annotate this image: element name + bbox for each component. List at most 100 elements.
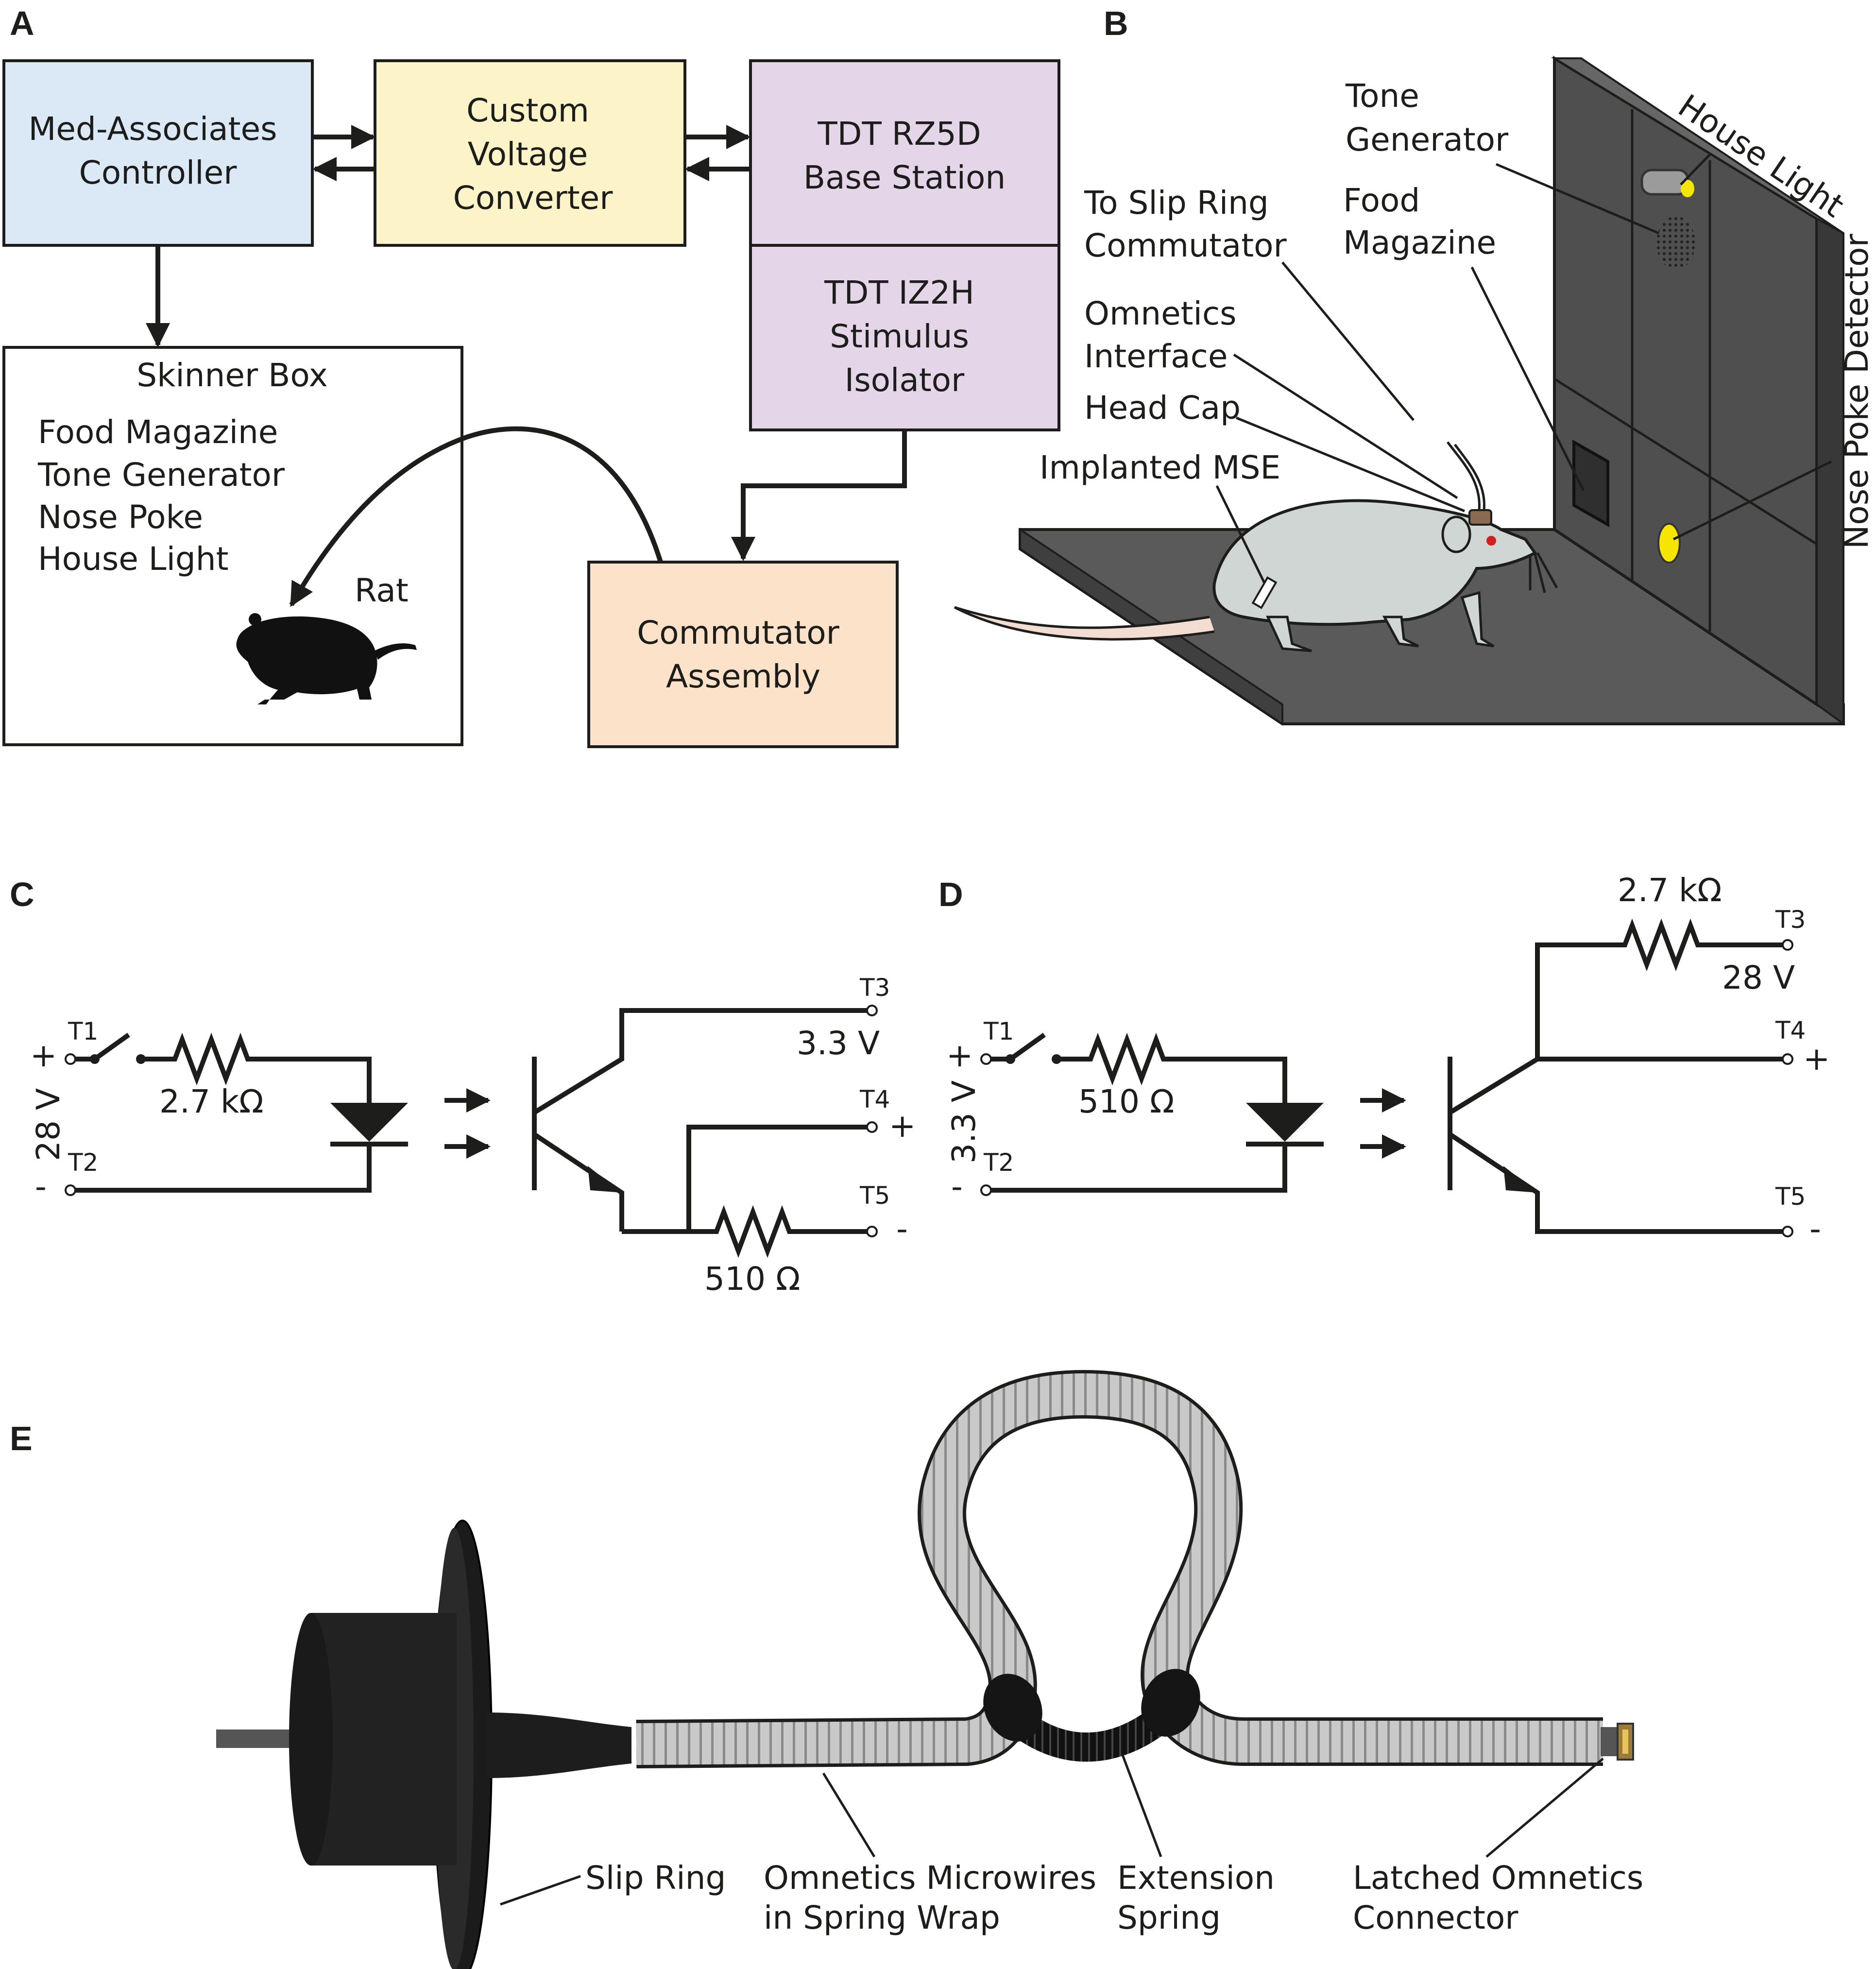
d-t5-label: T5 — [1775, 1182, 1806, 1211]
c-t1-label: T1 — [68, 1017, 98, 1045]
slip-ring-label: Slip Ring — [585, 1859, 726, 1897]
slip-ring-leader — [500, 1875, 581, 1906]
tether-cable — [1447, 441, 1481, 511]
slip-ring-device — [216, 1520, 631, 1969]
spring-leader — [1121, 1753, 1162, 1857]
commutator-box — [587, 561, 899, 748]
slip-ring-body-end — [289, 1613, 333, 1866]
tone-generator-speaker — [1656, 216, 1695, 270]
c-output-resistor-label: 510 Ω — [704, 1260, 800, 1298]
implanted-mse-leader — [1215, 485, 1266, 584]
panel-label-c: C — [10, 875, 34, 913]
c-wire — [75, 1144, 372, 1193]
cable-outline — [636, 1370, 1603, 1768]
nose-poke-leader — [1672, 460, 1832, 541]
d-emitter-arrow — [1503, 1166, 1537, 1193]
connector-label: Latched Omnetics Connector — [1353, 1859, 1654, 1936]
c-output-resistor — [622, 1205, 867, 1258]
skinner-box-items: Food Magazine Tone Generator Nose Poke H… — [37, 413, 295, 578]
skinner-box — [2, 346, 463, 746]
voltage-converter-label: Custom Voltage Converter — [453, 92, 614, 217]
wall-grid-line — [1553, 377, 1818, 546]
wall-top — [1551, 57, 1844, 234]
d-terminal-t3 — [1782, 939, 1793, 951]
c-t3-label: T3 — [859, 974, 890, 1002]
d-t4-label: T4 — [1775, 1016, 1806, 1044]
c-terminal-t2 — [65, 1184, 76, 1196]
controller-label: Med-Associates Controller — [28, 110, 287, 191]
connector-pins — [1622, 1729, 1628, 1754]
c-terminal-t5 — [866, 1226, 878, 1237]
commutator-label: Commutator Assembly — [637, 614, 850, 695]
spring-clamp — [1141, 1669, 1200, 1737]
c-switch — [93, 1032, 130, 1062]
panel-a: A Med-Associates Controller Custom Volta… — [2, 4, 1060, 748]
slip-ring-leader — [1281, 261, 1415, 421]
c-output-voltage-label: 3.3 V — [797, 1025, 880, 1062]
slip-ring-nozzle — [486, 1712, 631, 1778]
panel-b: B — [954, 4, 1876, 726]
c-output-tap — [686, 1125, 867, 1232]
arrow-isolator-to-commutator — [731, 430, 907, 561]
d-terminal-t2 — [980, 1184, 992, 1196]
head-cap-label: Head Cap — [1084, 389, 1241, 427]
c-input-voltage-label: 28 V — [30, 1088, 67, 1161]
base-station-box — [749, 59, 1060, 247]
c-t5-label: T5 — [859, 1181, 890, 1210]
slip-ring-wires — [216, 1729, 301, 1748]
c-minus-out-label: - — [896, 1210, 908, 1248]
c-collector-wire — [533, 1008, 872, 1115]
d-input-voltage-label: 3.3 V — [945, 1080, 983, 1164]
c-minus-label: - — [35, 1168, 47, 1205]
spring-label: Extension Spring — [1117, 1859, 1285, 1936]
stimulus-isolator-label: TDT IZ2H Stimulus Isolator — [824, 274, 985, 399]
spring-clamp — [983, 1674, 1042, 1742]
rat-front-leg — [1382, 616, 1419, 648]
c-terminal-t1 — [65, 1053, 76, 1065]
c-t4-label: T4 — [859, 1085, 890, 1113]
head-cap — [1468, 509, 1492, 526]
d-minus-label: - — [951, 1168, 963, 1205]
c-input-resistor — [141, 1032, 372, 1103]
tone-generator-leader — [1496, 163, 1659, 235]
panel-label-a: A — [10, 4, 34, 42]
base-station-label: TDT RZ5D Base Station — [803, 115, 1006, 196]
implanted-mse-label: Implanted MSE — [1040, 449, 1280, 486]
microwires-leader — [822, 1772, 876, 1858]
c-led-triangle — [330, 1103, 408, 1142]
nose-poke-label: Nose Poke Detector — [1838, 234, 1876, 549]
rat-eye — [1486, 536, 1496, 546]
d-emitter-wire — [1449, 1132, 1783, 1234]
c-input-resistor-label: 2.7 kΩ — [159, 1083, 264, 1120]
rat-ear — [1441, 515, 1471, 553]
d-switch — [1009, 1032, 1046, 1062]
house-light-leader — [1680, 154, 1711, 186]
d-t1-label: T1 — [983, 1017, 1014, 1045]
rat-front-leg — [1460, 591, 1495, 648]
tether-cable — [1454, 444, 1485, 511]
d-plus-out-label: + — [1803, 1040, 1830, 1078]
d-output-resistor — [1535, 918, 1783, 1059]
c-plus-label: + — [30, 1037, 57, 1074]
d-terminal-t5 — [1782, 1226, 1793, 1237]
slip-ring-body — [311, 1613, 457, 1866]
panel-d: D T1 T2 + - 3.3 V 510 Ω 2.7 kΩ T3 28 V T… — [938, 872, 1830, 1248]
c-t2-label: T2 — [68, 1148, 98, 1177]
d-t3-label: T3 — [1775, 906, 1806, 934]
c-terminal-t4 — [866, 1121, 878, 1133]
house-light-bulb — [1681, 180, 1694, 197]
connector-wires — [1601, 1727, 1618, 1756]
d-t2-label: T2 — [983, 1148, 1014, 1177]
rat-silhouette — [236, 613, 417, 704]
d-output-voltage-label: 28 V — [1722, 959, 1795, 996]
c-plus-out-label: + — [889, 1107, 916, 1145]
c-terminal-t3 — [866, 1005, 878, 1016]
d-input-resistor — [1057, 1032, 1287, 1103]
implanted-mse — [1251, 576, 1278, 609]
stimulus-isolator-box — [749, 244, 1060, 431]
panel-c: C T1 T2 + - 28 V 2.7 kΩ T3 3.3 V T4 — [10, 875, 916, 1298]
panel-label-e: E — [10, 1420, 33, 1457]
omnetics-connector — [1601, 1723, 1634, 1761]
nose-poke-light — [1657, 523, 1681, 564]
